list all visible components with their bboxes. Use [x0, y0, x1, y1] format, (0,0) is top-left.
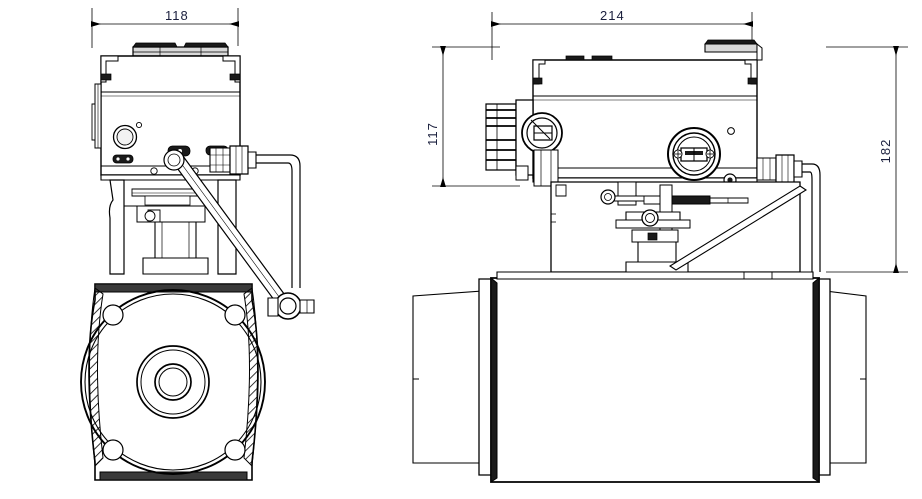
- dimension-label-182: 182: [878, 139, 893, 164]
- right-view: [412, 12, 908, 483]
- actuator-housing-side: [532, 39, 763, 183]
- actuator-lever: [163, 149, 291, 309]
- actuator-top-cover: [132, 42, 229, 57]
- cable-gland-right-view: [756, 154, 821, 272]
- valve-mounting-bracket: [108, 179, 237, 275]
- dimension-label-117: 117: [425, 122, 440, 146]
- actuator-housing: [91, 55, 241, 181]
- left-view: [80, 8, 315, 481]
- valve-mounting-yoke-side: [550, 181, 808, 273]
- valve-body-end-view: [80, 283, 266, 481]
- dimension-117: [432, 46, 520, 187]
- cable-gland-left-view: [209, 145, 301, 288]
- position-indicator-dial: [521, 112, 563, 187]
- dimension-182: [826, 46, 908, 273]
- valve-body-side-view: [412, 271, 867, 483]
- dimension-label-118: 118: [165, 8, 189, 23]
- dimension-label-214: 214: [600, 8, 625, 23]
- dimension-118: [91, 8, 239, 48]
- lever-pivot-joint: [267, 292, 315, 320]
